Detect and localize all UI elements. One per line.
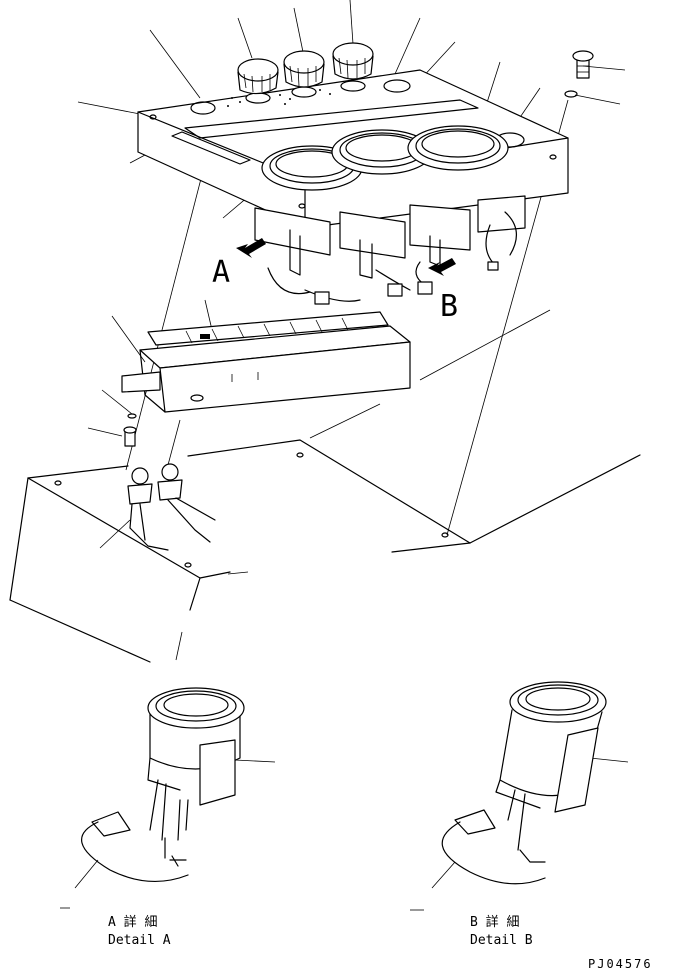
callout-label-b: B <box>440 289 458 324</box>
detail-b-label-jp: B 詳 細 <box>470 914 519 930</box>
gauge-rear-assembly <box>254 195 526 305</box>
detail-b-caption: Detail B <box>470 933 533 948</box>
detail-b-gauge <box>441 681 607 885</box>
callout-label-a: A <box>212 255 230 290</box>
detail-a-label-jp: A 詳 細 <box>108 914 157 930</box>
view-arrow-b <box>428 258 456 276</box>
washer <box>564 90 578 98</box>
drawing-id: PJ04576 <box>588 957 653 971</box>
view-arrow-a <box>236 238 266 258</box>
lamp-socket-right <box>157 463 216 543</box>
lamp-socket-left <box>127 467 153 541</box>
detail-a-gauge <box>81 687 245 882</box>
indicator-dots <box>227 89 331 107</box>
connector <box>417 281 433 295</box>
bracket-screw <box>123 426 137 447</box>
switch-label-strip <box>147 311 389 346</box>
lamp-wire <box>129 527 169 551</box>
rotary-knob-right <box>332 42 374 92</box>
switch-bracket <box>121 325 411 413</box>
leader-lines <box>74 0 629 889</box>
bracket-washer <box>127 413 137 419</box>
detail-a-caption: Detail A <box>108 933 171 948</box>
mounting-screw <box>572 50 594 79</box>
gauge-right <box>407 125 509 171</box>
rotary-knob-middle <box>283 50 325 98</box>
connector <box>387 283 403 297</box>
connector <box>314 291 330 305</box>
console-body <box>9 439 641 663</box>
instrument-panel <box>137 42 594 229</box>
rotary-knob-left <box>237 58 279 104</box>
